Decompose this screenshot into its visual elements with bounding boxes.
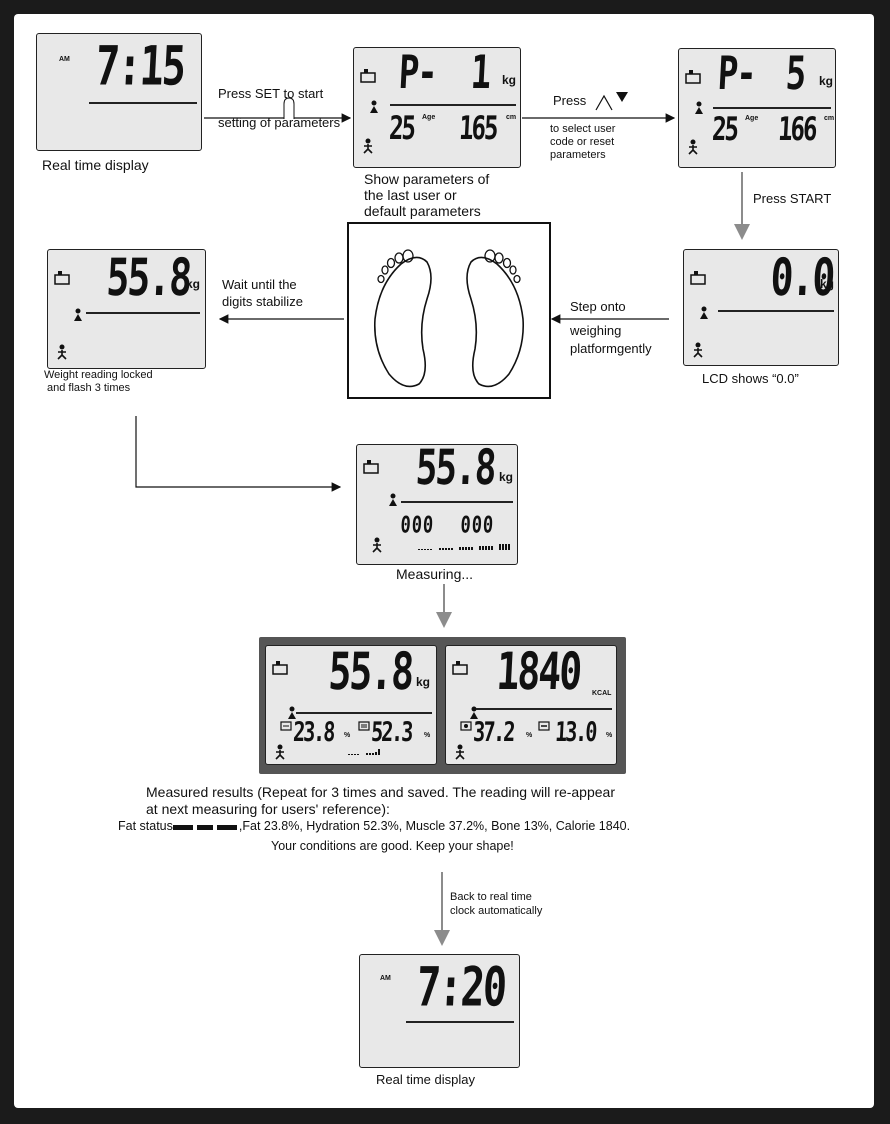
lcd-zero: 0.0 kg: [683, 248, 839, 366]
calorie-unit: KCAL: [592, 690, 612, 697]
results-summary: Fat status ,Fat 23.8%, Hydration 52.3%, …: [118, 819, 631, 833]
lcd-parameters-selected: P- 5 kg 25 Age 166 cm: [678, 46, 836, 168]
user-number: 1: [469, 45, 491, 100]
user-code: P-: [716, 46, 757, 101]
person-icon: [57, 344, 67, 360]
caption-real-time-2: Real time display: [376, 1072, 475, 1087]
hydration-value: 52.3: [370, 715, 413, 748]
female-icon: [470, 706, 478, 719]
lcd-parameters-last: P- 1 kg 25 Age 165 cm: [353, 45, 521, 168]
unit-kg: kg: [186, 277, 201, 291]
hydration-icon: [358, 721, 370, 731]
unit-kg: kg: [820, 277, 835, 291]
caption-last-user: Show parameters of the last user or defa…: [364, 171, 490, 219]
arrow-6: [135, 416, 342, 492]
right-readout: 000: [459, 512, 495, 540]
person-icon: [372, 537, 382, 553]
unit-kg: kg: [499, 470, 514, 484]
height-unit: cm: [506, 114, 517, 121]
age-value: 25: [388, 109, 416, 148]
caption-lcd-zero: LCD shows “0.0”: [702, 371, 799, 386]
muscle-icon: [460, 721, 472, 731]
age-value: 25: [711, 110, 739, 149]
fat-status-bars-inline: [172, 824, 237, 830]
unit-kg: kg: [502, 73, 517, 87]
arrow5-label: Wait until the digits stabilize: [222, 277, 303, 309]
female-icon: [695, 101, 703, 114]
finger-press-icon: [283, 97, 295, 119]
scale-user-icon: [54, 271, 70, 285]
caption-real-time-1: Real time display: [42, 157, 149, 173]
lcd-weight-locked: 55.8 kg: [47, 247, 206, 369]
weight-readout: 55.8: [414, 440, 496, 497]
arrow2-label: Press: [553, 93, 587, 108]
feet-icon: [373, 249, 525, 388]
bone-value: 13.0: [554, 715, 597, 748]
height-unit: cm: [824, 115, 835, 122]
up-down-button-icon: [595, 92, 628, 111]
user-code: P-: [397, 45, 438, 100]
weighing-platform: [347, 222, 551, 399]
scale-user-icon: [360, 69, 376, 83]
arrow1-label-2: setting of parameters: [218, 115, 341, 130]
fat-value: 23.8: [292, 715, 335, 748]
height-value: 166: [777, 110, 817, 149]
weight-readout: 55.8: [327, 641, 414, 702]
scale-user-icon: [363, 460, 379, 474]
arrow6-label: Back to real time clock automatically: [450, 891, 543, 917]
scale-user-icon: [685, 70, 701, 84]
flow-arrows: [135, 113, 750, 946]
arrow1-label-1: Press SET to start: [218, 86, 324, 101]
female-icon: [700, 306, 708, 319]
person-icon: [275, 744, 285, 760]
results-frame: 55.8 kg 23.8 % 52.3 % 1840 KCA: [259, 637, 626, 774]
instruction-page: AM 7:15 Real time display Press SET to s…: [14, 14, 874, 1108]
muscle-value: 37.2: [472, 715, 515, 748]
left-readout: 000: [399, 512, 435, 540]
lcd-measuring: 55.8 kg 000 000: [356, 440, 518, 565]
lcd-results-left: 55.8 kg 23.8 % 52.3 %: [265, 641, 437, 765]
am-indicator: AM: [380, 975, 391, 982]
caption-measuring: Measuring...: [396, 566, 474, 582]
age-tag: Age: [745, 115, 759, 122]
results-description: Measured results (Repeat for 3 times and…: [146, 784, 615, 817]
lcd-results-right: 1840 KCAL 37.2 % 13.0 %: [445, 641, 617, 765]
calorie-readout: 1840: [495, 641, 582, 702]
person-icon: [455, 744, 465, 760]
scale-user-icon: [272, 661, 288, 675]
arrow2-sub: to select user code or reset parameters: [550, 123, 616, 161]
arrow4-label: Step onto weighing platformgently: [570, 299, 652, 356]
female-icon: [74, 308, 82, 321]
age-tag: Age: [422, 114, 436, 121]
lcd-real-time-1: AM 7:15: [36, 33, 202, 151]
scale-user-icon: [690, 271, 706, 285]
fat-icon: [280, 721, 292, 731]
time-readout: 7:20: [414, 956, 507, 1020]
fat-status-bars: [348, 749, 380, 755]
hydration-unit: %: [424, 732, 431, 739]
weight-readout: 55.8: [105, 247, 192, 308]
fat-status-bars: [418, 544, 510, 550]
female-icon: [288, 706, 296, 719]
arrow3-label: Press START: [753, 191, 832, 206]
bone-icon: [538, 721, 550, 731]
am-indicator: AM: [59, 56, 70, 63]
height-value: 165: [458, 109, 498, 148]
person-icon: [363, 138, 373, 154]
unit-kg: kg: [416, 675, 431, 689]
female-icon: [389, 493, 397, 506]
person-icon: [688, 139, 698, 155]
caption-weight-locked: Weight reading locked and flash 3 times: [44, 369, 153, 394]
time-readout: 7:15: [93, 35, 186, 99]
user-number: 5: [784, 46, 806, 101]
lcd-real-time-2: AM 7:20: [359, 954, 520, 1068]
unit-kg: kg: [819, 74, 834, 88]
muscle-unit: %: [526, 732, 533, 739]
scale-user-icon: [452, 661, 468, 675]
bone-unit: %: [606, 732, 613, 739]
fat-unit: %: [344, 732, 351, 739]
results-good: Your conditions are good. Keep your shap…: [271, 839, 514, 853]
person-icon: [693, 342, 703, 358]
female-icon: [370, 100, 378, 113]
